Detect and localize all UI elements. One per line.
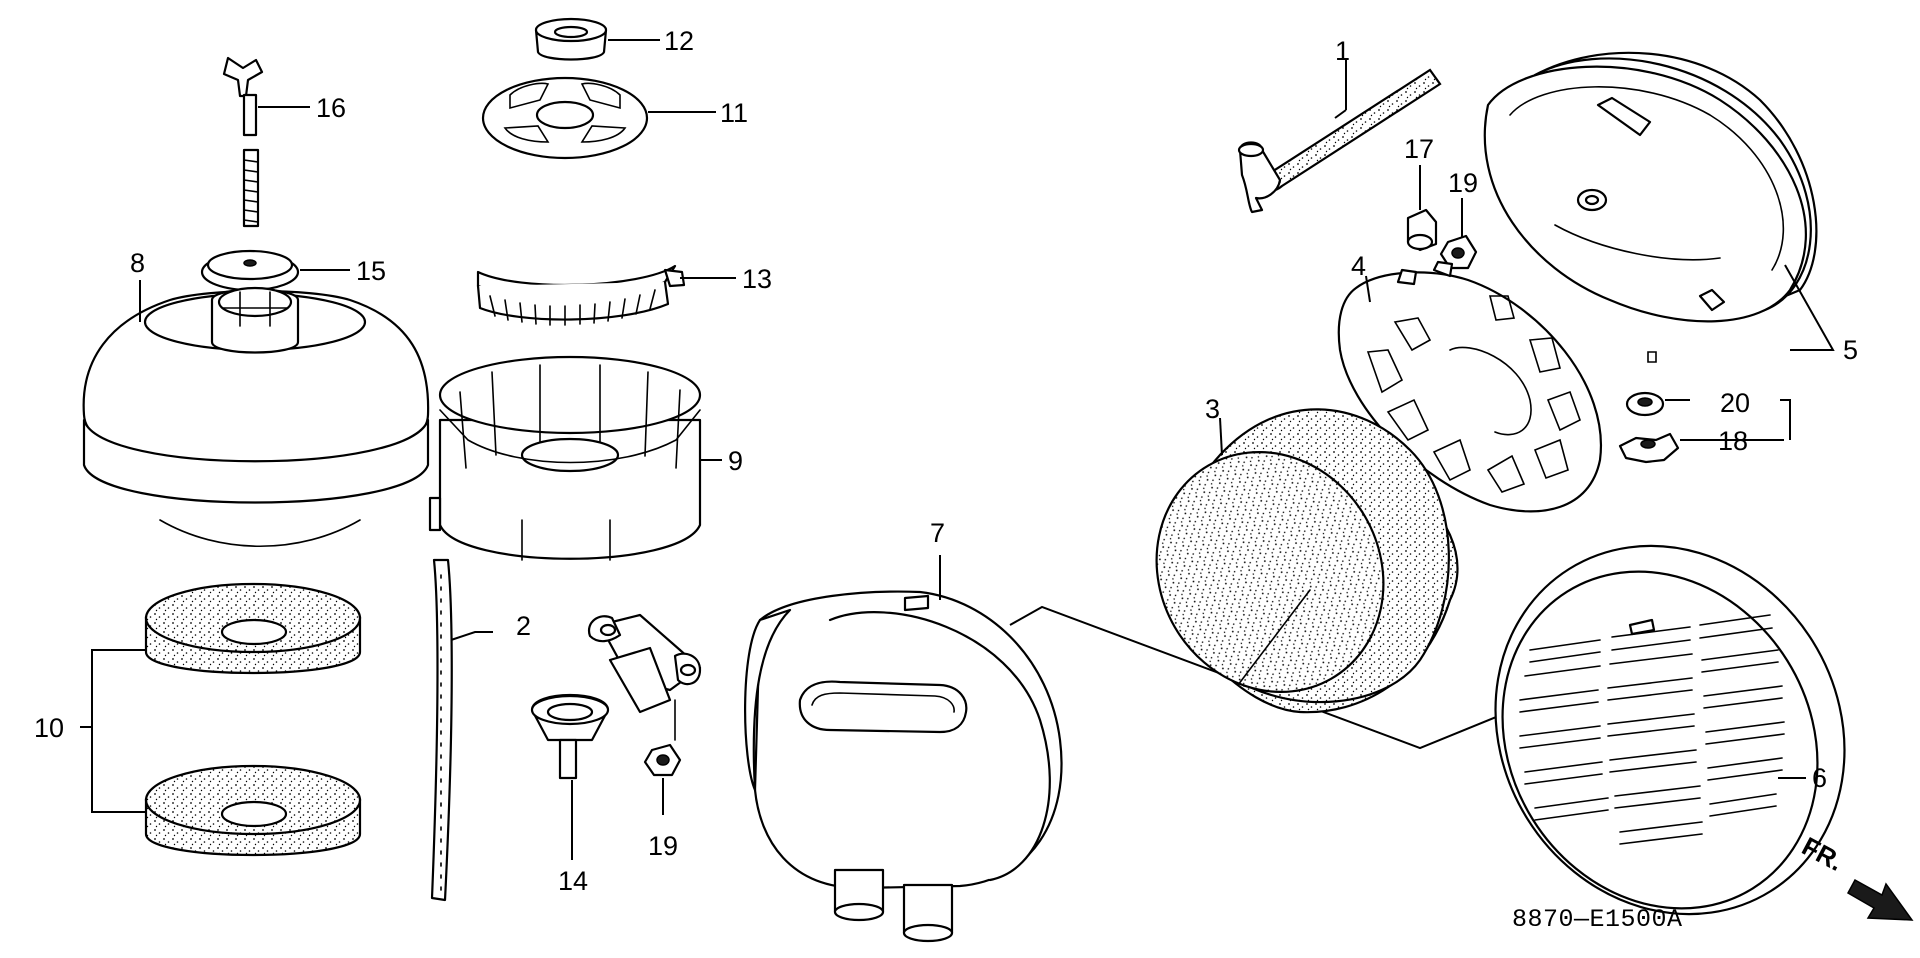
label-part-20: 20 xyxy=(1720,388,1750,418)
label-part-10: 10 xyxy=(34,713,64,743)
filter-element-part xyxy=(1155,408,1459,714)
label-part-7: 7 xyxy=(930,518,945,548)
leader-lines xyxy=(80,39,1835,860)
wing-bolt-part xyxy=(222,56,264,228)
label-part-13: 13 xyxy=(742,264,772,294)
label-part-11: 11 xyxy=(720,98,748,128)
washer-part xyxy=(200,249,300,292)
washer-20-part xyxy=(1625,391,1665,417)
grommet-part xyxy=(534,17,608,61)
label-part-1: 1 xyxy=(1335,36,1350,66)
foam-ring-upper-part xyxy=(144,582,362,675)
diagram-code: 8870—E1500A xyxy=(1512,905,1683,934)
l-tube-part xyxy=(1237,68,1442,214)
label-part-4: 4 xyxy=(1351,251,1366,281)
label-part-12: 12 xyxy=(664,26,694,56)
tube-part xyxy=(430,558,453,902)
nut-lower-part xyxy=(643,743,682,777)
air-cleaner-cover-part xyxy=(82,286,430,547)
label-part-17: 17 xyxy=(1404,134,1434,164)
label-part-2: 2 xyxy=(516,611,531,641)
label-part-3: 3 xyxy=(1205,394,1220,424)
label-part-19-lower: 19 xyxy=(648,831,678,861)
label-part-18: 18 xyxy=(1718,426,1748,456)
back-case-part xyxy=(1483,51,1818,363)
breather-funnel-part xyxy=(530,613,702,780)
label-part-16: 16 xyxy=(316,93,346,123)
part-labels: 1 2 3 4 5 6 7 8 9 10 11 12 13 14 15 16 1… xyxy=(34,26,1858,896)
label-part-9: 9 xyxy=(728,446,743,476)
label-part-14: 14 xyxy=(558,866,588,896)
label-part-5: 5 xyxy=(1843,335,1858,365)
elbow-housing-part xyxy=(744,590,1063,943)
wing-nut-part xyxy=(1618,432,1680,464)
plate-part xyxy=(481,76,649,160)
foam-ring-lower-part xyxy=(144,764,362,857)
label-part-6: 6 xyxy=(1812,763,1827,793)
nut-17-part xyxy=(1406,208,1438,252)
label-part-19-upper: 19 xyxy=(1448,168,1478,198)
band-part xyxy=(476,264,686,326)
case-part xyxy=(428,355,702,561)
label-part-15: 15 xyxy=(356,256,386,286)
label-part-8: 8 xyxy=(130,248,145,278)
nut-upper-part xyxy=(1439,234,1478,270)
grille-cover-part xyxy=(1494,544,1846,916)
front-direction-arrow-icon: FR. xyxy=(1797,831,1914,921)
